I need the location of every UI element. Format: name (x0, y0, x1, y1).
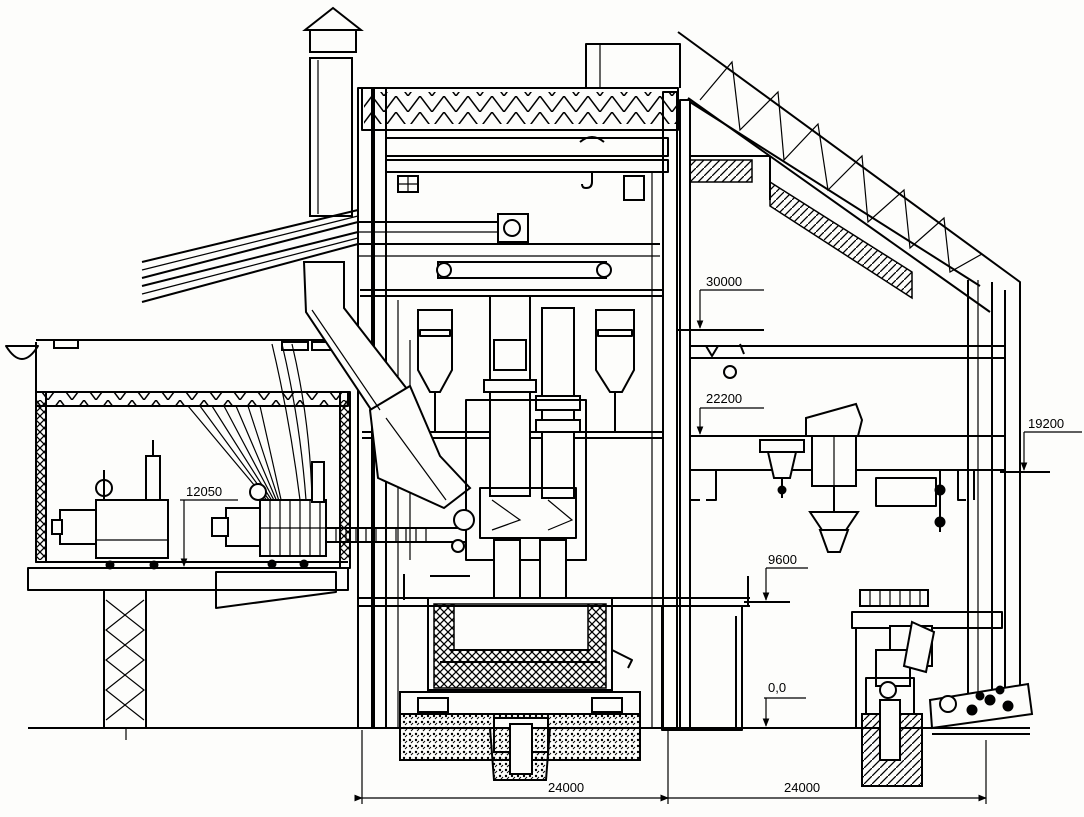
span-dimension-left: 24000 (354, 730, 669, 804)
elevation-19200: 19200 (1000, 416, 1082, 473)
elevation-9600: 9600 (744, 552, 808, 603)
fume-duct (302, 261, 472, 510)
transformer-left (51, 440, 169, 570)
transformer-right (211, 461, 467, 569)
elevation-0: 0,0 (762, 680, 806, 727)
left-annex (5, 339, 351, 740)
span-left-label: 24000 (548, 780, 584, 795)
elevation-22200: 22200 (696, 391, 764, 435)
elevation-22200-label: 22200 (706, 391, 742, 406)
conveyor-gallery (141, 209, 660, 303)
elevation-9600-label: 9600 (768, 552, 797, 567)
chimney (302, 6, 364, 217)
span-dimension-right: 24000 (660, 740, 987, 804)
elevation-19200-label: 19200 (1028, 416, 1064, 431)
elevation-12050-label: 12050 (186, 484, 222, 499)
arc-furnace (358, 213, 750, 781)
right-span-roof (677, 31, 1021, 700)
elevation-0-label: 0,0 (768, 680, 786, 695)
span-right-label: 24000 (784, 780, 820, 795)
elevation-12050: 12050 (180, 484, 238, 567)
elevation-30000-label: 30000 (706, 274, 742, 289)
elevation-30000: 30000 (676, 274, 764, 331)
ladle-cranes (661, 343, 1034, 787)
